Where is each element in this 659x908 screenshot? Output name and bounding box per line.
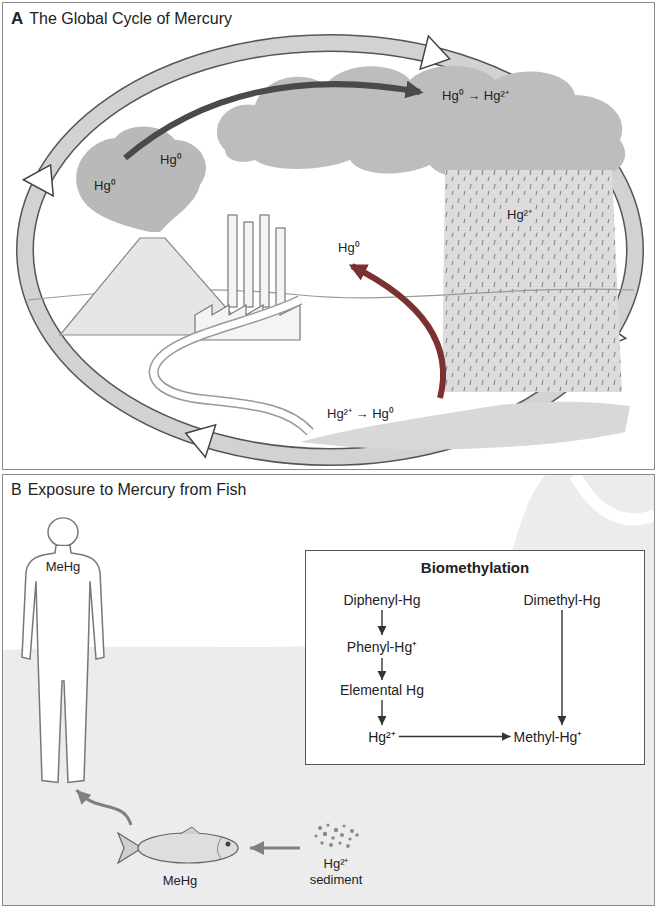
evasion-arrow (352, 266, 443, 398)
species-label: Hg⁰ (92, 176, 118, 194)
exposure-arrow (77, 790, 132, 825)
reaction-arrow (381, 700, 382, 725)
panel-title: The Global Cycle of Mercury (29, 10, 232, 28)
species-label: Hg²⁺ (505, 205, 534, 223)
panel-title: B (11, 481, 22, 499)
species-label: Hg²⁺ → Hg⁰ (325, 404, 396, 422)
process-box: Diphenyl-Hg Dimethyl-HgPhenyl-Hg⁺ Elementa… (305, 550, 645, 765)
compound-name: Diphenyl-Hg (340, 590, 423, 610)
panel-ground (2, 2, 655, 470)
species-label: Hg⁰ → Hg²⁺ (440, 86, 511, 104)
reaction-arrow (561, 610, 562, 725)
panel-title: A (11, 9, 23, 29)
diagram-panel: A The Global Cycle of MercuryHg⁰ Hg⁰ Hg⁰ → … (2, 2, 655, 470)
diagram-panel: MeHgDiphenyl-HgDimethyl-HgPhenyl-Hg⁺Elem… (2, 474, 655, 906)
species-label: MeHg (18, 559, 108, 574)
species-label: MeHg (110, 873, 250, 888)
panel-ground (2, 474, 655, 906)
species-label: Hg⁰ (336, 238, 362, 256)
water (300, 402, 630, 450)
compound-label: Dimethyl-Hg (523, 592, 600, 608)
compound-name: Dimethyl-Hg (520, 590, 603, 610)
cycle-band (25, 43, 635, 457)
human-figure: MeHg (18, 515, 108, 790)
reaction-arrow (381, 658, 382, 680)
rain (442, 170, 622, 392)
exposure-arrow (250, 847, 300, 850)
compound-name: Elemental Hg (337, 680, 427, 700)
wave (575, 475, 655, 519)
river (154, 300, 310, 432)
compound-label: Hg²⁺ (368, 729, 396, 745)
reaction-arrow (381, 610, 382, 635)
human-figure (18, 515, 108, 790)
species-label: Hg⁰ (158, 150, 184, 168)
compound-label: Methyl-Hg⁺ (514, 729, 583, 745)
fish-figure: MeHg (110, 825, 250, 897)
emission-arrow (125, 84, 420, 158)
river (154, 300, 310, 432)
compound-label: Phenyl-Hg⁺ (347, 639, 417, 655)
fish-figure (110, 825, 250, 871)
compound-name: Phenyl-Hg⁺ (344, 635, 420, 658)
compound-label: Elemental Hg (340, 682, 424, 698)
cycle-band (25, 43, 635, 457)
cycle-arrowheads (23, 36, 625, 457)
compound-label: Diphenyl-Hg (343, 592, 420, 608)
panel-title: Exposure to Mercury from Fish (28, 481, 247, 499)
compound-name: Methyl-Hg⁺ (511, 725, 586, 748)
sediment-label: Hg²⁺ sediment (300, 854, 372, 887)
reaction-arrow (399, 736, 511, 737)
sediment-dots (300, 818, 372, 852)
sediment-deposit: Hg²⁺ sediment (300, 818, 372, 902)
cloud (217, 66, 625, 181)
box-ground (305, 550, 645, 765)
compound-name: Hg²⁺ (365, 725, 399, 748)
box-heading: Biomethylation (306, 559, 644, 576)
